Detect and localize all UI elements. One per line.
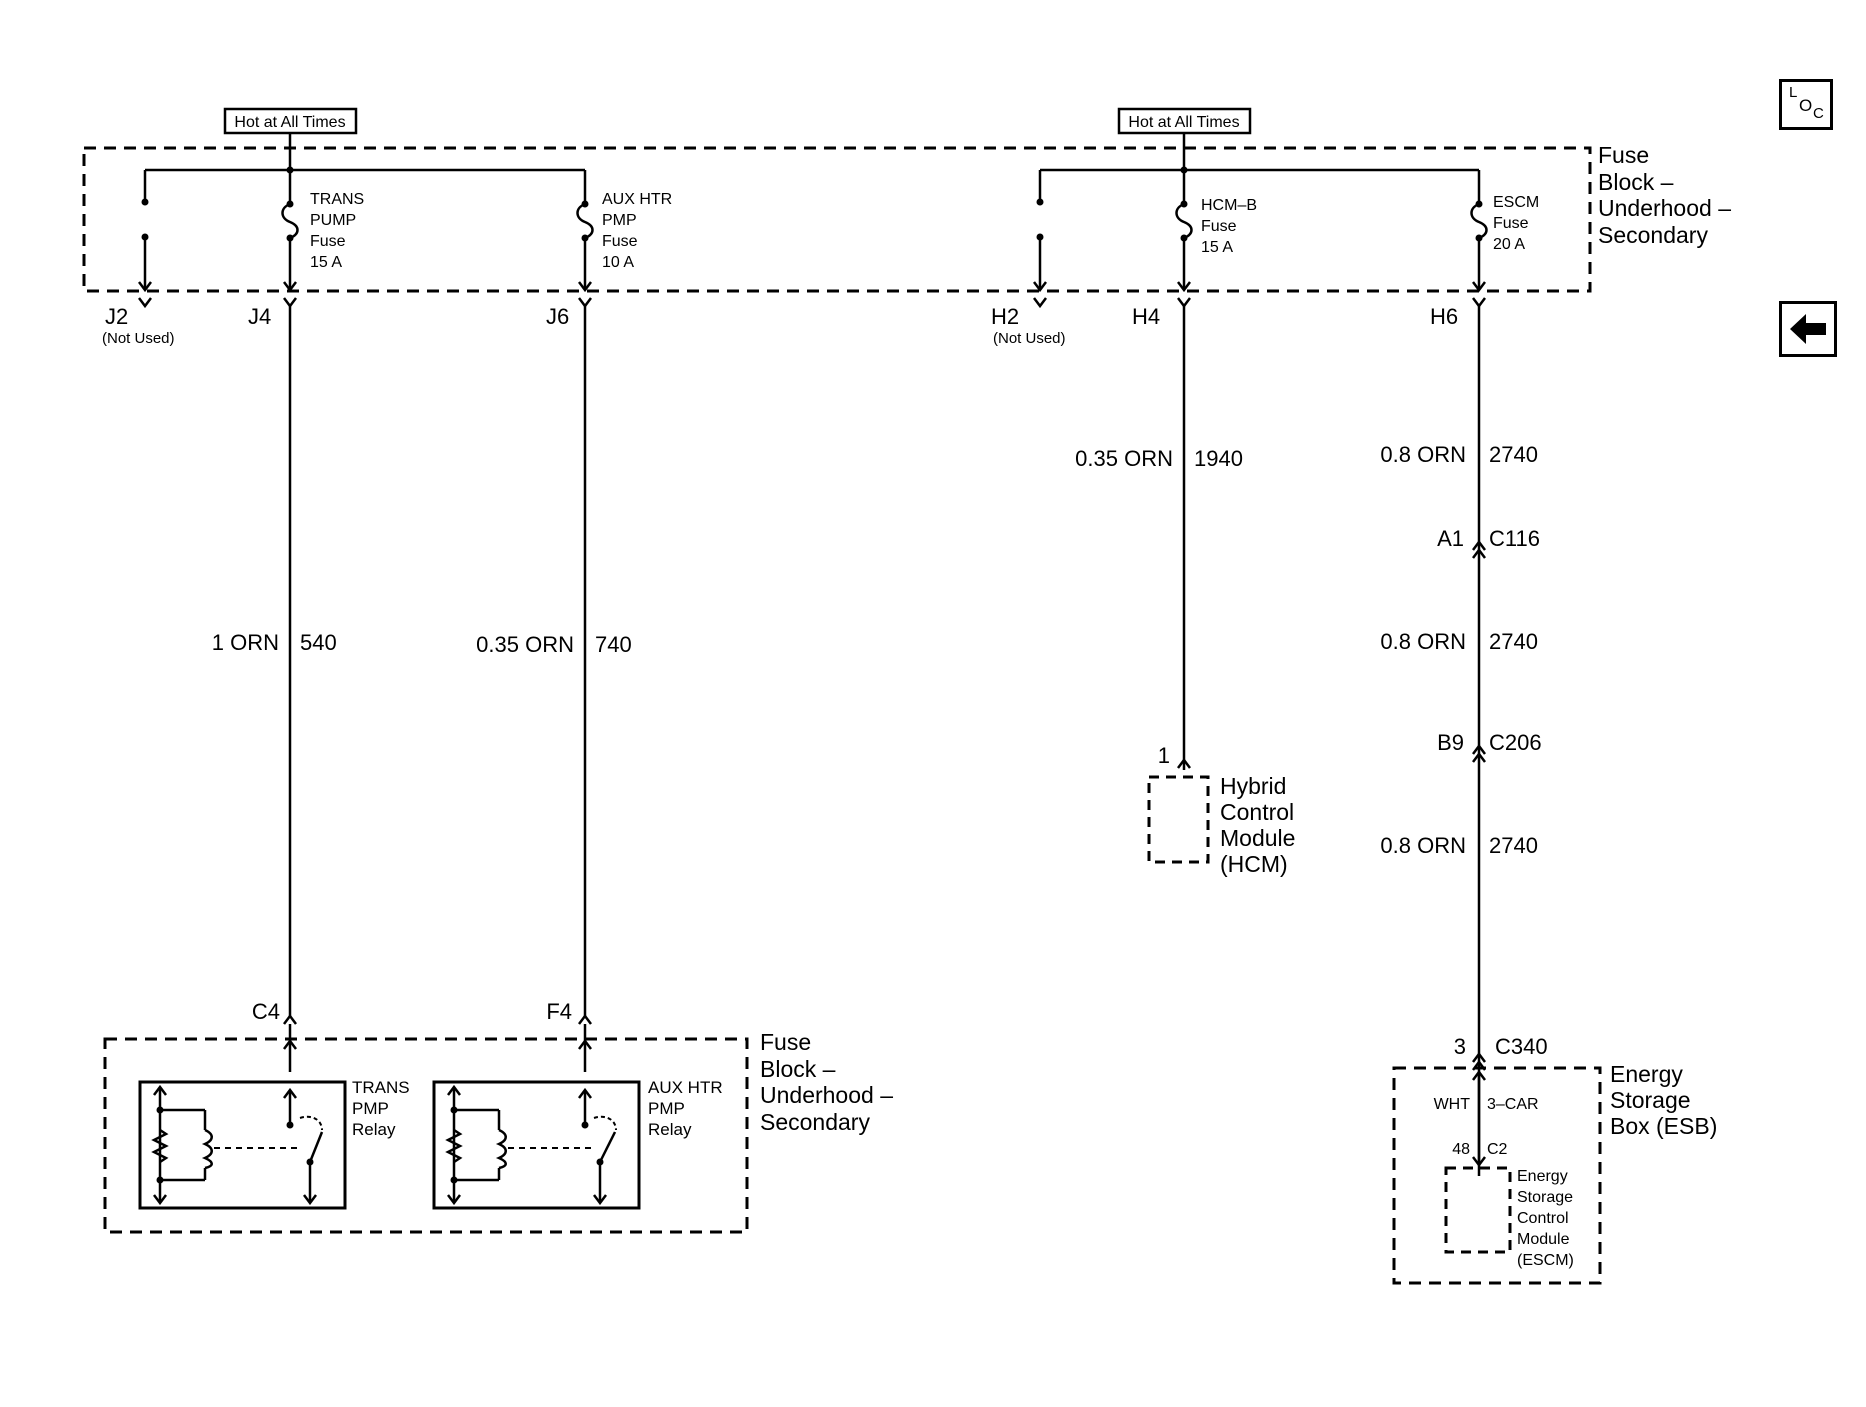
fuse-label-hcm-b: HCM–B Fuse 15 A <box>1201 197 1261 256</box>
pin-j2: J2 <box>105 304 128 329</box>
pin-connectors <box>138 297 1486 309</box>
hcm-module-label: Hybrid Control Module (HCM) <box>1220 773 1302 877</box>
fuse-block-label: Fuse Block – Underhood – Secondary <box>1598 142 1737 248</box>
pin-h2: H2 <box>991 304 1019 329</box>
connector-c116 <box>1472 539 1486 559</box>
esb-wire-color: WHT <box>1434 1096 1471 1113</box>
escm-outline <box>1444 1166 1512 1254</box>
connector-c4 <box>283 1013 297 1072</box>
aux-htr-pmp-relay <box>432 1080 641 1210</box>
trans-pmp-relay-label: TRANS PMP Relay <box>352 1078 414 1139</box>
bottom-fuse-block-label: Fuse Block – Underhood – Secondary <box>760 1029 899 1135</box>
location-icon-o: O <box>1799 96 1813 115</box>
pin-h6: H6 <box>1430 304 1458 329</box>
svg-text:Hot at All Times: Hot at All Times <box>234 114 345 131</box>
back-button[interactable] <box>1779 301 1837 357</box>
wire-2740-spec-3: 0.8 ORN <box>1380 833 1466 858</box>
wire-740-circuit: 740 <box>595 632 632 657</box>
bottom-fuse-block-outline <box>103 1037 749 1234</box>
f4-label: F4 <box>546 999 572 1024</box>
wire-540-spec: 1 ORN <box>212 630 279 655</box>
left-arrow-icon <box>1790 314 1826 344</box>
wire-1940-spec: 0.35 ORN <box>1075 446 1173 471</box>
wire-2740-spec-2: 0.8 ORN <box>1380 629 1466 654</box>
hcm-module-outline <box>1147 775 1210 864</box>
wire-540-circuit: 540 <box>300 630 337 655</box>
escm-label: Energy Storage Control Module (ESCM) <box>1517 1168 1578 1269</box>
esb-label: Energy Storage Box (ESB) <box>1610 1061 1717 1139</box>
wire-740-spec: 0.35 ORN <box>476 632 574 657</box>
location-icon-c: C <box>1813 105 1824 122</box>
fuse-block-outline <box>82 146 1592 293</box>
trans-pmp-relay <box>138 1080 347 1210</box>
hot-label-right: Hot at All Times <box>1117 107 1252 135</box>
pin-j6: J6 <box>546 304 569 329</box>
hcm-pin: 1 <box>1158 743 1170 768</box>
pin-h2-note: (Not Used) <box>993 330 1066 347</box>
svg-text:Hot at All Times: Hot at All Times <box>1128 114 1239 131</box>
c206-name: C206 <box>1489 730 1542 755</box>
wire-2740-circuit-2: 2740 <box>1489 629 1538 654</box>
pin-j4: J4 <box>248 304 271 329</box>
location-button[interactable]: L O C <box>1779 79 1833 130</box>
wire-2740-circuit-1: 2740 <box>1489 442 1538 467</box>
esb-wire-circuit: 3–CAR <box>1487 1096 1539 1113</box>
pin-j2-note: (Not Used) <box>102 330 175 347</box>
esb-internal-wire <box>1472 1069 1486 1168</box>
wire-1940-circuit: 1940 <box>1194 446 1243 471</box>
connector-f4 <box>578 1013 592 1072</box>
location-icon: L <box>1789 84 1798 101</box>
fuse-label-escm: ESCM Fuse 20 A <box>1493 194 1544 253</box>
right-bus <box>1033 133 1488 293</box>
left-bus <box>138 133 594 293</box>
c340-pin: 3 <box>1454 1034 1466 1059</box>
esb-connector: C2 <box>1487 1141 1508 1158</box>
wire-2740-spec-1: 0.8 ORN <box>1380 442 1466 467</box>
connector-c206 <box>1472 743 1486 763</box>
c206-pin: B9 <box>1437 730 1464 755</box>
pin-h4: H4 <box>1132 304 1160 329</box>
wire-2740-circuit-3: 2740 <box>1489 833 1538 858</box>
c4-label: C4 <box>252 999 280 1024</box>
fuse-label-aux-htr: AUX HTR PMP Fuse 10 A <box>602 191 677 271</box>
c116-pin: A1 <box>1437 526 1464 551</box>
c116-name: C116 <box>1489 526 1540 551</box>
esb-pin: 48 <box>1452 1141 1470 1158</box>
c340-name: C340 <box>1495 1034 1548 1059</box>
fuse-label-trans-pump: TRANS PUMP Fuse 15 A <box>310 191 369 271</box>
esb-outline <box>1392 1066 1602 1285</box>
hot-label-left: Hot at All Times <box>223 107 358 135</box>
aux-htr-pmp-relay-label: AUX HTR PMP Relay <box>648 1078 727 1139</box>
